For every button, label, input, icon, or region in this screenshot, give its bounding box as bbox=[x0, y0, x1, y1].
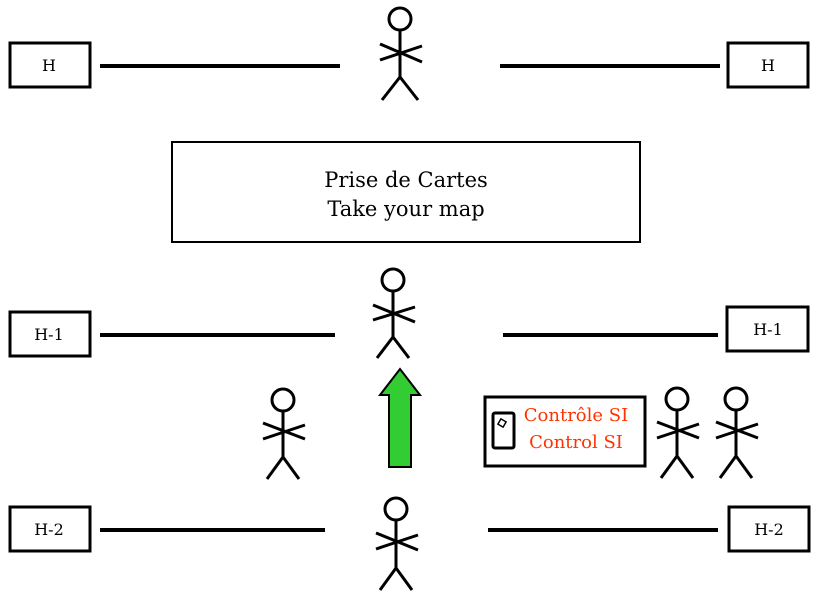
person-icon-h-2 bbox=[376, 498, 418, 590]
marker-label-h-left: H bbox=[42, 56, 56, 75]
person-icon-waiting bbox=[263, 389, 305, 479]
map-pickup-line-english: Take your map bbox=[327, 197, 484, 221]
si-control-box: Contrôle SI Control SI bbox=[485, 397, 645, 466]
map-pickup-frame bbox=[172, 142, 640, 242]
person-icon-control-2 bbox=[716, 388, 758, 478]
person-icon-h bbox=[380, 8, 422, 100]
marker-label-h-1-left: H-1 bbox=[34, 325, 64, 344]
person-icon-control-1 bbox=[657, 388, 699, 478]
person-icon-h-1 bbox=[373, 269, 415, 358]
si-control-line-french: Contrôle SI bbox=[524, 405, 628, 426]
si-card-icon bbox=[493, 413, 514, 448]
row-h-minus-2: H-2 H-2 bbox=[10, 507, 809, 551]
map-pickup-box: Prise de Cartes Take your map bbox=[172, 142, 640, 242]
map-pickup-line-french: Prise de Cartes bbox=[324, 168, 488, 192]
row-h-minus-1: H-1 H-1 bbox=[10, 307, 808, 356]
marker-label-h-2-right: H-2 bbox=[754, 520, 784, 539]
up-arrow-icon bbox=[380, 369, 420, 467]
marker-label-h-1-right: H-1 bbox=[753, 320, 783, 339]
si-control-line-english: Control SI bbox=[529, 432, 623, 453]
marker-label-h-right: H bbox=[761, 56, 775, 75]
marker-label-h-2-left: H-2 bbox=[34, 520, 64, 539]
